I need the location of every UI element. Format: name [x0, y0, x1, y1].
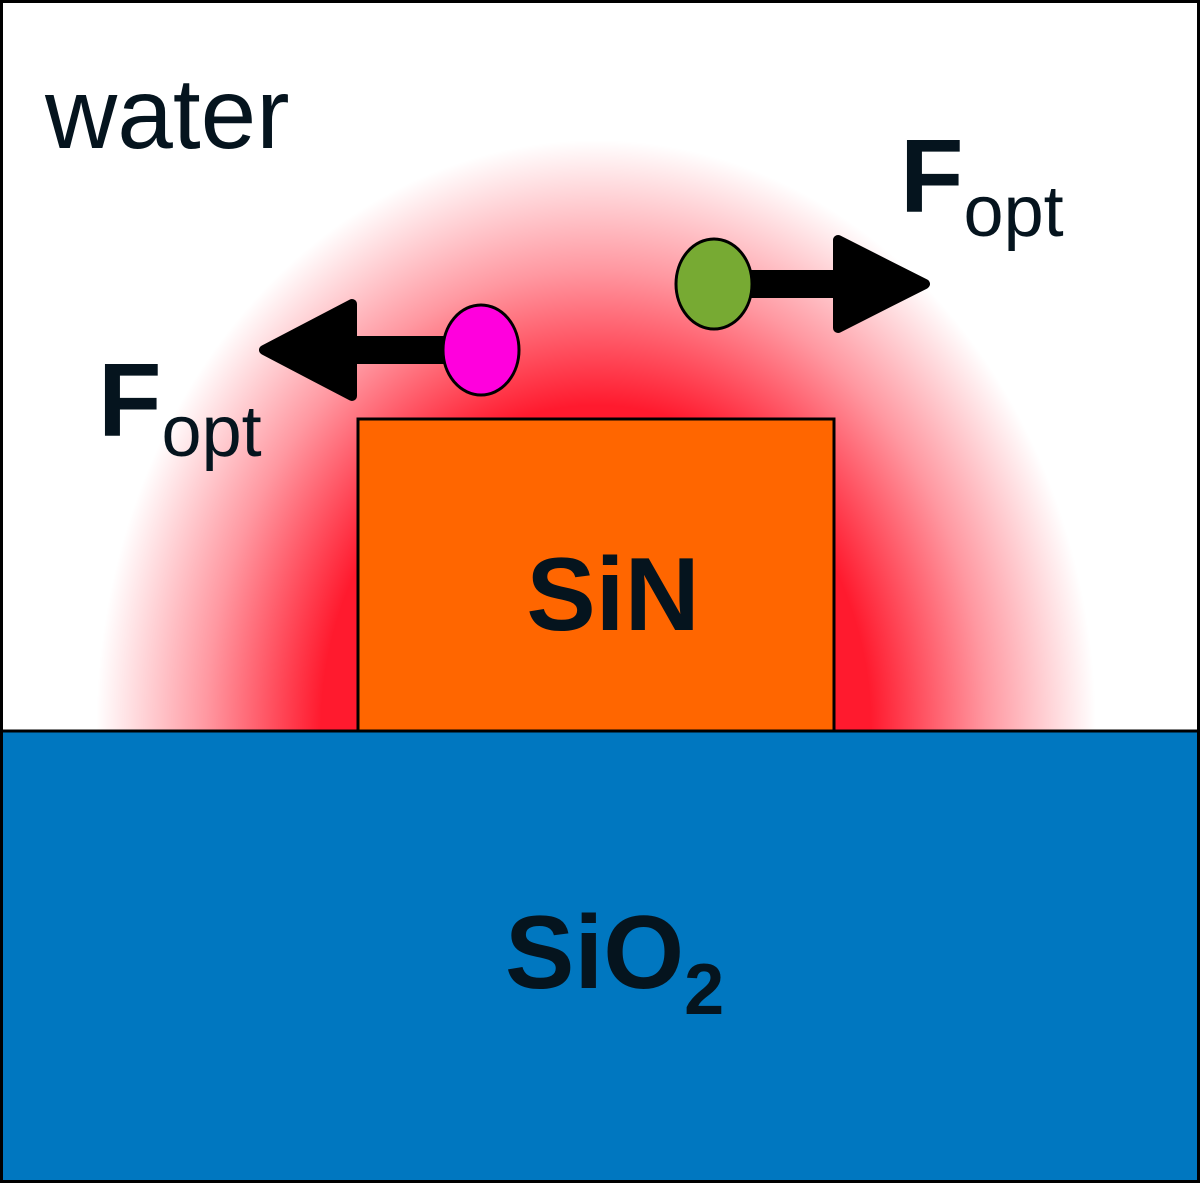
substrate-label-main: SiO — [505, 895, 684, 1011]
force-label-left-subscript: opt — [162, 392, 262, 472]
waveguide-block — [356, 417, 836, 733]
force-label-right-subscript: opt — [964, 172, 1064, 252]
arrow-right-icon — [746, 235, 930, 333]
particle-left — [441, 303, 521, 397]
substrate-label-subscript: 2 — [684, 950, 724, 1030]
force-label-right-main: F — [900, 119, 964, 235]
water-label: water — [44, 58, 290, 170]
force-label-right: Fopt — [900, 119, 1064, 252]
substrate-label: SiO2 — [505, 895, 724, 1030]
force-label-left-main: F — [98, 343, 162, 459]
force-label-left: Fopt — [98, 343, 262, 472]
arrow-left-icon — [259, 299, 450, 401]
particle-right — [674, 237, 754, 331]
substrate-region — [0, 731, 1200, 1183]
waveguide-label: SiN — [526, 537, 699, 653]
